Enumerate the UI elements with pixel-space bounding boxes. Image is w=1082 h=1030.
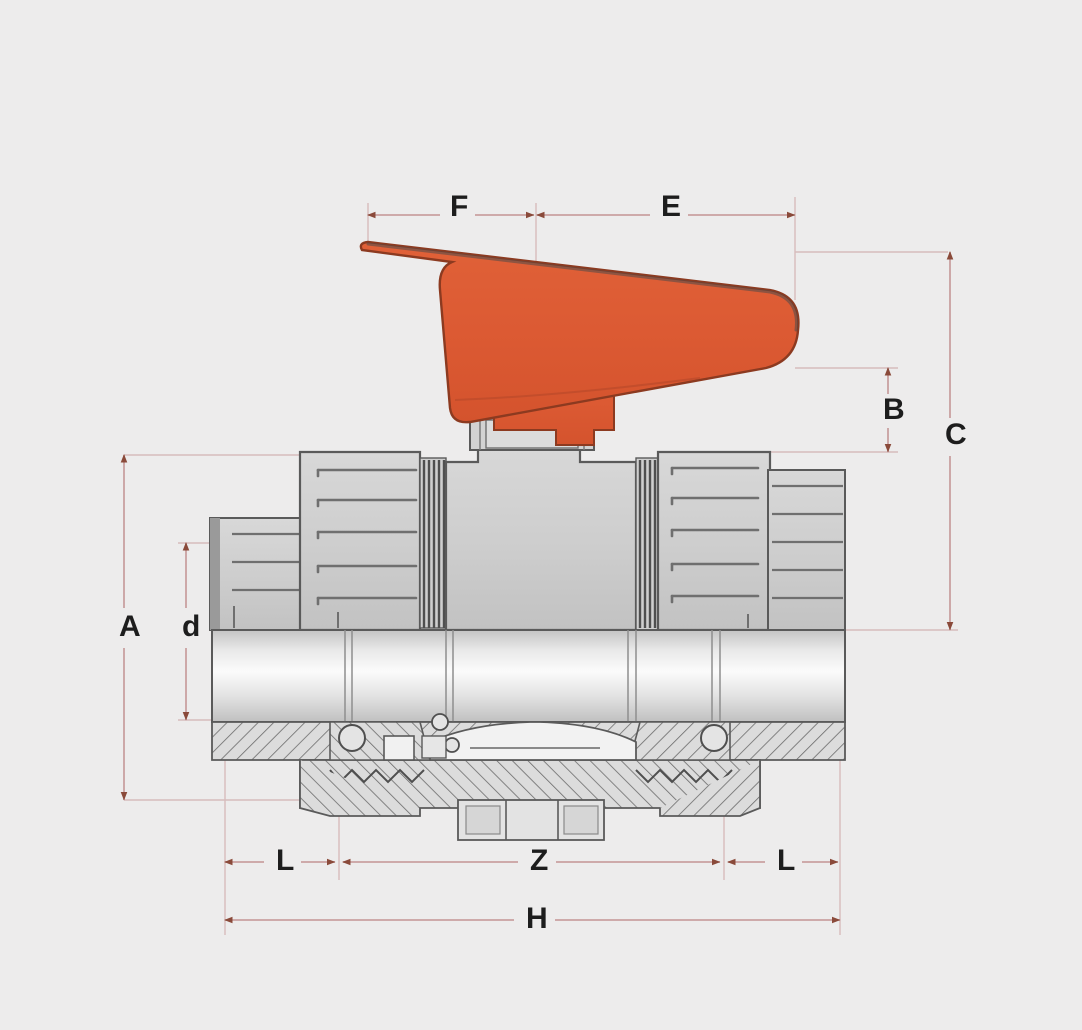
left-union-nut — [298, 450, 422, 632]
dimension-label-H: H — [519, 904, 555, 934]
handle-top-highlight — [366, 242, 798, 332]
dimension-label-C: C — [938, 420, 974, 450]
pipe-barrel — [211, 629, 846, 723]
dimension-label-Z: Z — [523, 846, 556, 876]
right-union-nut — [656, 450, 772, 632]
dimension-label-E: E — [654, 192, 689, 222]
dimension-label-L-left: L — [269, 846, 302, 876]
cutaway-section — [211, 713, 846, 841]
dimension-label-d: d — [175, 612, 208, 642]
bottom-support-block — [457, 799, 605, 841]
right-socket-stub — [767, 469, 846, 631]
dimension-label-A: A — [112, 612, 148, 642]
dimension-label-B: B — [876, 395, 912, 425]
right-thread-teeth — [635, 768, 733, 784]
valve-handle — [359, 240, 800, 446]
left-socket-stub — [209, 517, 306, 631]
handle-lever — [359, 240, 800, 424]
dimension-label-F: F — [443, 192, 476, 222]
right-o-ring — [700, 724, 728, 752]
valve-assembly — [209, 240, 846, 841]
left-thread-band — [419, 457, 447, 629]
left-o-ring — [338, 724, 366, 752]
dimension-label-L-right: L — [770, 846, 803, 876]
dimension-lines — [120, 211, 954, 924]
